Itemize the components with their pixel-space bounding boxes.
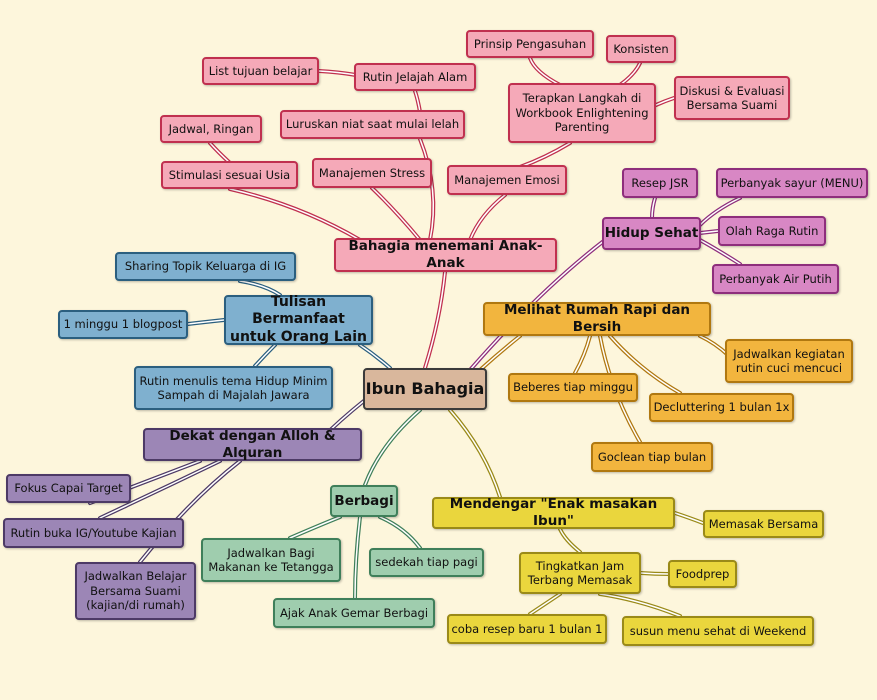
connector-highlight <box>469 239 606 371</box>
connector <box>423 270 447 370</box>
node-perbanyak-air[interactable]: Perbanyak Air Putih <box>712 264 839 294</box>
connector <box>448 408 502 499</box>
node-rutin-jelajah-alam[interactable]: Rutin Jelajah Alam <box>354 63 476 91</box>
connector-highlight <box>529 593 561 615</box>
connector <box>528 56 562 87</box>
node-perbanyak-sayur[interactable]: Perbanyak sayur (MENU) <box>716 168 868 198</box>
connector-highlight <box>139 460 241 563</box>
connector <box>618 61 642 87</box>
node-jadwalkan-belajar[interactable]: Jadwalkan Belajar Bersama Suami (kajian/… <box>75 562 196 620</box>
connector-highlight <box>289 516 341 539</box>
connector-highlight <box>379 516 421 549</box>
branch-bahagia-anak[interactable]: Bahagia menemani Anak-Anak <box>334 238 557 272</box>
connector-highlight <box>371 187 421 241</box>
connector <box>598 592 682 618</box>
node-jam-terbang[interactable]: Tingkatkan Jam Terbang Memasak <box>519 552 641 594</box>
node-olah-raga[interactable]: Olah Raga Rutin <box>718 216 826 246</box>
node-stimulasi[interactable]: Stimulasi sesuai Usia <box>161 161 298 189</box>
connector-highlight <box>574 335 591 374</box>
node-terapkan-langkah[interactable]: Terapkan Langkah di Workbook Enlightenin… <box>508 83 656 143</box>
connector-highlight <box>99 460 221 519</box>
connector <box>418 137 436 242</box>
node-prinsip-pengasuhan[interactable]: Prinsip Pengasuhan <box>466 30 594 58</box>
node-rutin-ig[interactable]: Rutin buka IG/Youtube Kajian <box>3 518 184 548</box>
node-memasak-bersama[interactable]: Memasak Bersama <box>703 510 824 538</box>
node-manajemen-emosi[interactable]: Manajemen Emosi <box>447 165 567 195</box>
connector-highlight <box>529 57 561 86</box>
connector-highlight <box>449 409 501 498</box>
node-resep-baru[interactable]: coba resep baru 1 bulan 1 <box>447 614 607 644</box>
connector-highlight <box>364 409 421 486</box>
connector-highlight <box>655 97 675 106</box>
branch-hidup-sehat[interactable]: Hidup Sehat <box>602 217 701 250</box>
connector-highlight <box>699 197 741 226</box>
connector-highlight <box>699 239 741 265</box>
branch-dekat-alloh[interactable]: Dekat dengan Alloh & Alquran <box>143 428 362 461</box>
connector-highlight <box>640 572 669 575</box>
connector-highlight <box>209 142 231 164</box>
connector <box>228 187 362 242</box>
node-menu-sehat[interactable]: susun menu sehat di Weekend <box>622 616 814 646</box>
node-diskusi-evaluasi[interactable]: Diskusi & Evaluasi Bersama Suami <box>674 76 790 120</box>
connector-highlight <box>599 593 681 617</box>
connector-highlight <box>424 271 446 369</box>
connector-highlight <box>254 344 276 367</box>
branch-tulisan-bermanfaat[interactable]: Tulisan Bermanfaat untuk Orang Lain <box>224 294 373 345</box>
connector-highlight <box>359 344 391 369</box>
connector-highlight <box>651 197 656 219</box>
connector-highlight <box>419 138 435 241</box>
connector-highlight <box>699 230 719 234</box>
connector-highlight <box>609 335 681 394</box>
node-beberes[interactable]: Beberes tiap minggu <box>508 373 638 402</box>
node-list-tujuan[interactable]: List tujuan belajar <box>202 57 319 85</box>
node-konsisten[interactable]: Konsisten <box>606 35 676 63</box>
node-ajak-anak[interactable]: Ajak Anak Gemar Berbagi <box>273 598 435 628</box>
connector-highlight <box>318 70 357 76</box>
node-sedekah[interactable]: sedekah tiap pagi <box>369 548 484 577</box>
branch-rumah-rapi[interactable]: Melihat Rumah Rapi dan Bersih <box>483 302 711 336</box>
branch-berbagi[interactable]: Berbagi <box>330 485 398 517</box>
node-jadwalkan-cuci[interactable]: Jadwalkan kegiatan rutin cuci mencuci <box>725 339 853 383</box>
node-manajemen-stress[interactable]: Manajemen Stress <box>312 158 432 188</box>
connector <box>468 193 507 242</box>
node-blogpost[interactable]: 1 minggu 1 blogpost <box>58 310 188 339</box>
node-jadwal-ringan[interactable]: Jadwal, Ringan <box>160 115 262 143</box>
connector-highlight <box>674 512 704 524</box>
connector <box>378 515 422 550</box>
node-fokus-target[interactable]: Fokus Capai Target <box>6 474 131 503</box>
node-sharing-topik[interactable]: Sharing Topik Keluarga di IG <box>115 252 296 281</box>
node-bagi-makanan[interactable]: Jadwalkan Bagi Makanan ke Tetangga <box>201 538 341 582</box>
node-luruskan-niat[interactable]: Luruskan niat saat mulai lelah <box>280 110 465 139</box>
branch-enak-masakan[interactable]: Mendengar "Enak masakan Ibun" <box>432 496 675 529</box>
node-rutin-menulis[interactable]: Rutin menulis tema Hidup Minim Sampah di… <box>134 366 333 410</box>
connector-highlight <box>229 188 361 241</box>
node-decluttering[interactable]: Decluttering 1 bulan 1x <box>649 393 794 422</box>
connector-highlight <box>559 528 581 553</box>
node-resep-jsr[interactable]: Resep JSR <box>622 168 698 198</box>
node-foodprep[interactable]: Foodprep <box>668 560 737 588</box>
connector-highlight <box>354 516 361 599</box>
node-goclean[interactable]: Goclean tiap bulan <box>591 442 713 472</box>
connector <box>363 408 422 487</box>
connector-highlight <box>187 319 225 325</box>
connector-highlight <box>469 194 506 241</box>
central-topic[interactable]: Ibun Bahagia <box>363 368 487 410</box>
connector-highlight <box>479 335 521 371</box>
connector-highlight <box>239 280 281 296</box>
